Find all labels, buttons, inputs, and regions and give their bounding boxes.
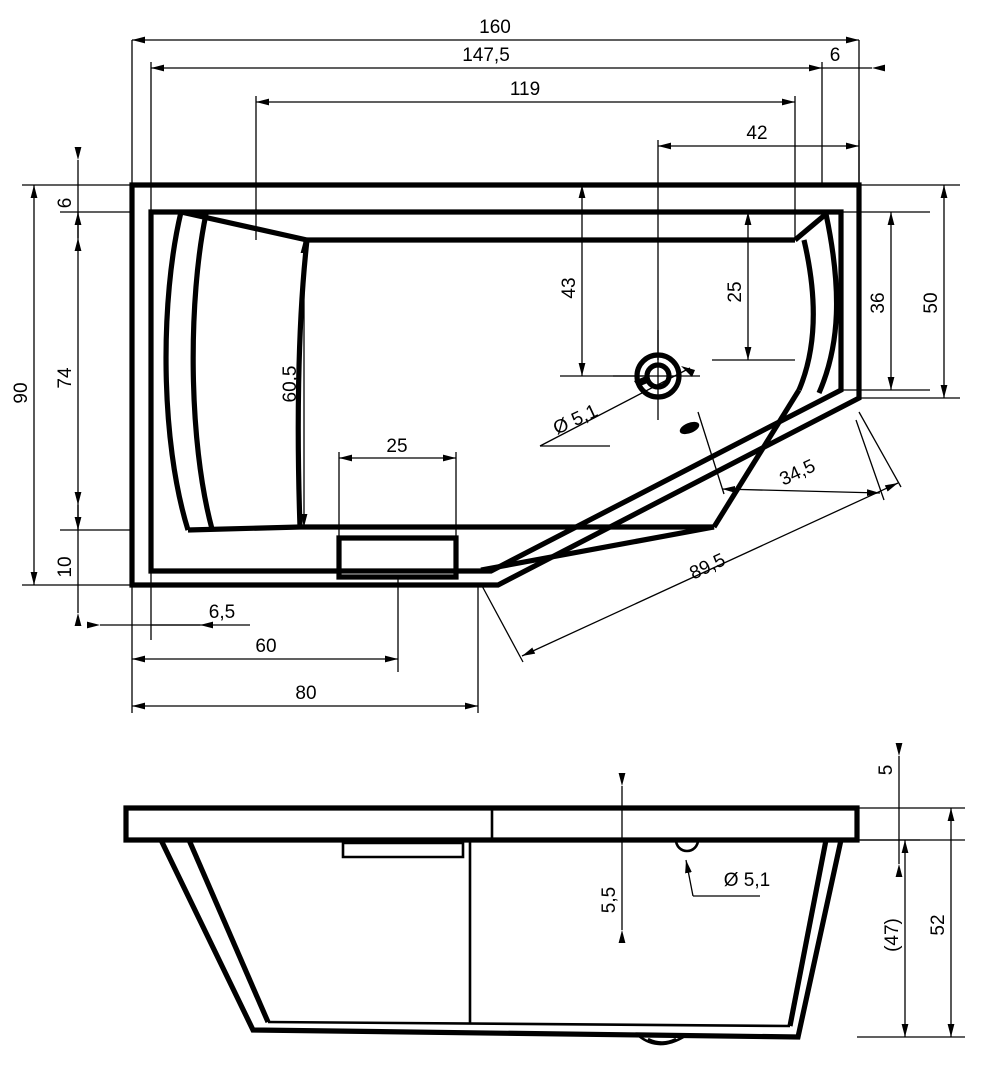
dim-10-label: 10 <box>55 556 76 577</box>
plan-basin-left-wall <box>163 211 191 531</box>
plan-basin-corner-bottom-left <box>187 524 301 533</box>
dim-5-5-label: 5,5 <box>599 887 620 913</box>
plan-basin-corner-top-right <box>793 212 828 242</box>
dim-89-5-line <box>521 482 899 657</box>
side-overflow-hole <box>674 839 700 853</box>
side-service-hatch <box>341 841 465 859</box>
dim-89-5-label: 89,5 <box>686 550 728 585</box>
drain-leader-tick-b <box>679 421 700 435</box>
dim-60-label: 60 <box>255 636 276 657</box>
ext-34-5-a <box>697 411 725 495</box>
side-basin-inner-left <box>186 838 271 1024</box>
side-elevation-view <box>123 805 860 1046</box>
dim-119-label: 119 <box>510 79 540 100</box>
drain-leader-tick-a <box>634 376 650 387</box>
dim-47-label: (47) <box>882 918 903 952</box>
dim-6-left-label: 6 <box>55 198 76 209</box>
dim-160-label: 160 <box>479 17 511 38</box>
dim-25-right-label: 25 <box>725 281 746 302</box>
dim-36-label: 36 <box>868 292 889 313</box>
dim-6-right-label: 6 <box>830 45 841 66</box>
dim-43-label: 43 <box>559 277 580 298</box>
plan-dimension-annotations: 160 147,5 6 119 42 90 6 74 10 60,5 43 <box>11 17 960 713</box>
side-basin-outer <box>158 838 844 1040</box>
dim-147-5-label: 147,5 <box>462 45 510 66</box>
side-drain-bump-inner <box>647 1037 677 1044</box>
dim-34-5-label: 34,5 <box>776 456 818 491</box>
dim-5-label: 5 <box>876 765 897 776</box>
dim-90-label: 90 <box>11 382 32 403</box>
plan-basin-right-wall <box>816 213 840 395</box>
side-drain-leader-line <box>685 859 694 897</box>
plan-basin-corner-bottom-right <box>711 388 802 529</box>
dim-42-label: 42 <box>746 123 767 144</box>
plan-service-hatch <box>336 535 459 580</box>
side-basin-inner-bottom <box>267 1020 791 1028</box>
side-basin-inner-right <box>787 839 829 1027</box>
drain-leader-arrow <box>681 366 695 377</box>
dim-74-label: 74 <box>55 367 76 389</box>
side-dimension-annotations: 5 5,5 Ø 5,1 (47) 52 <box>599 743 965 1038</box>
plan-basin-corner-top-left <box>180 209 308 243</box>
dim-drain-plan-label: Ø 5,1 <box>550 401 601 440</box>
dim-80-label: 80 <box>295 683 316 704</box>
plan-basin-right-inner-curve <box>796 239 816 392</box>
plan-basin-left-inner-curve <box>190 213 215 530</box>
ext-89-5-a <box>480 583 524 663</box>
ext-89-5-b <box>858 411 902 488</box>
dim-drain-side-label: Ø 5,1 <box>724 870 770 891</box>
dim-60-5-label: 60,5 <box>280 366 301 403</box>
dim-50-label: 50 <box>921 292 942 313</box>
dim-34-5-line <box>721 485 881 497</box>
dim-25-cutout-label: 25 <box>386 436 407 457</box>
plan-view <box>129 182 862 588</box>
plan-inner-rim <box>148 209 844 574</box>
drain-leader-line <box>539 367 691 447</box>
side-drain-bump <box>638 1034 686 1046</box>
dim-6-5-label: 6,5 <box>209 602 235 623</box>
dim-52-label: 52 <box>928 914 949 935</box>
